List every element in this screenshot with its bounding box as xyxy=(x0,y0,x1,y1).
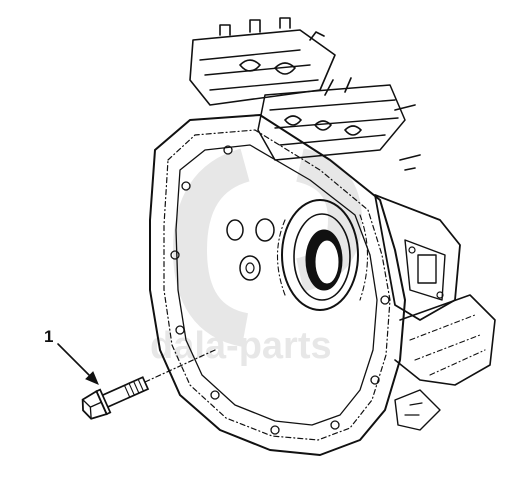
bolt xyxy=(81,376,150,420)
callout-arrow-line xyxy=(57,343,93,379)
inner-bosses xyxy=(226,218,275,281)
watermark-text: dala-parts xyxy=(150,325,332,367)
rim-bolt-holes xyxy=(170,145,390,435)
callout-number: 1 xyxy=(44,327,53,346)
leader-dashed-line xyxy=(144,349,216,383)
flywheel-housing xyxy=(149,17,496,456)
accessory-housing xyxy=(374,194,496,431)
injector-bank xyxy=(189,17,421,171)
callout-arrowhead xyxy=(85,371,99,385)
crank-seal-opening xyxy=(277,199,369,311)
callout-1: 1 xyxy=(44,327,99,385)
bolt-shank xyxy=(100,376,150,409)
